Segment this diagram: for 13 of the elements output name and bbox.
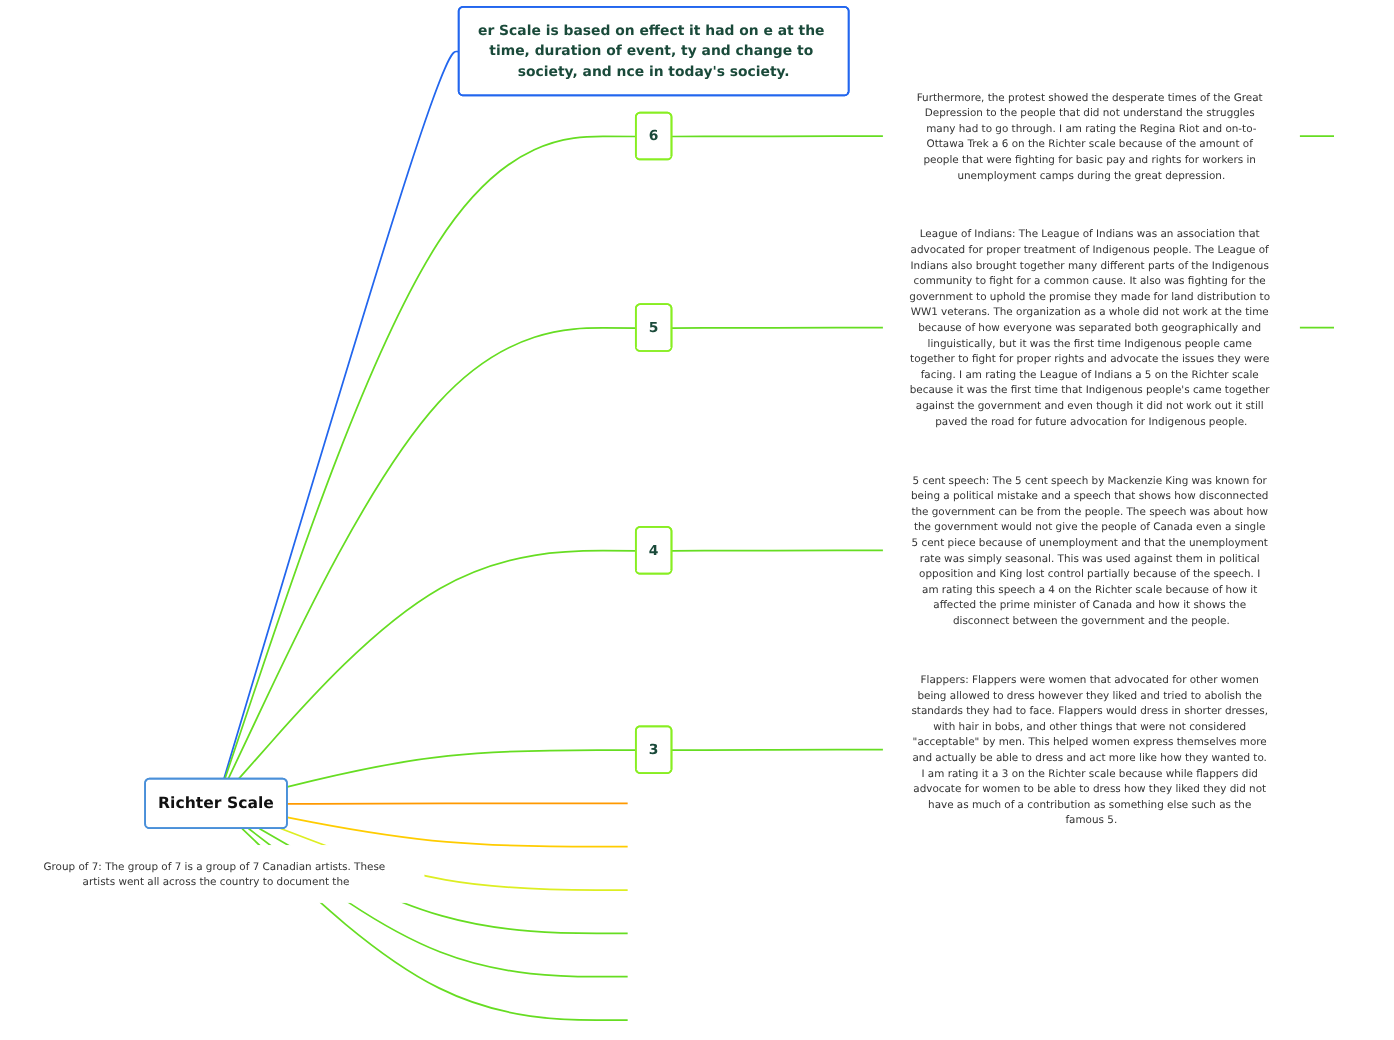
connector-line [671,748,885,751]
connector-line [671,135,885,138]
connector-line [222,50,460,780]
connector-line [286,816,629,848]
connector-line [227,327,638,780]
connector-line [1298,135,1335,137]
connector-line [671,549,885,552]
connector-line [1298,326,1335,329]
connector-line [223,135,638,780]
connector-line [286,749,638,788]
connector-line [286,802,629,805]
connector-line [237,549,638,780]
connector-line [671,326,885,329]
